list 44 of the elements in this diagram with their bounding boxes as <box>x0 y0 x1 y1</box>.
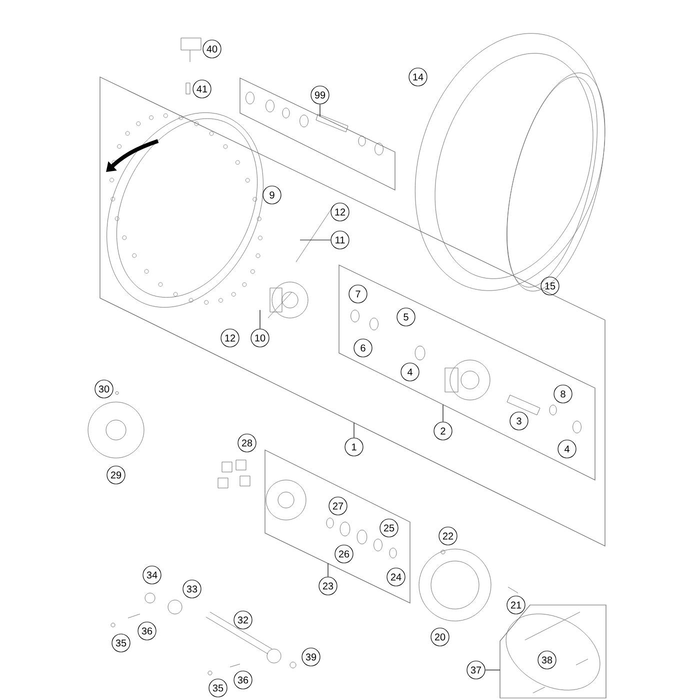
callout-number: 27 <box>328 496 348 516</box>
callout-number: 25 <box>380 518 398 538</box>
callout-number: 24 <box>386 568 406 586</box>
callout-number: 41 <box>192 80 212 98</box>
callout-number: 37 <box>466 660 486 680</box>
callout-number: 3 <box>510 412 528 430</box>
callout-number: 5 <box>396 308 416 326</box>
callout-number: 26 <box>334 544 354 564</box>
callout-number: 39 <box>302 648 320 666</box>
callout-number: 12 <box>220 328 240 348</box>
callout-number: 7 <box>348 284 368 304</box>
callout-number: 4 <box>558 440 576 458</box>
callout-number: 22 <box>438 526 458 546</box>
callout-number: 11 <box>330 230 350 250</box>
callout-number: 35 <box>112 634 130 652</box>
callout-number: 35 <box>208 678 228 698</box>
group-frame <box>240 78 396 190</box>
callout-number: 4 <box>400 362 420 382</box>
callout-number: 33 <box>182 580 202 598</box>
callout-number: 99 <box>310 86 330 104</box>
callout-number: 2 <box>434 422 452 440</box>
callout-number: 32 <box>234 610 252 630</box>
callout-number: 38 <box>538 650 556 670</box>
callout-number: 6 <box>354 338 372 358</box>
callout-number: 9 <box>262 186 282 204</box>
callout-number: 15 <box>540 276 560 296</box>
callout-number: 28 <box>238 434 256 452</box>
callout-number: 14 <box>408 68 428 86</box>
group-frame <box>338 264 596 480</box>
leader-line <box>442 404 444 422</box>
callout-number: 36 <box>138 622 156 640</box>
callout-number: 40 <box>202 40 222 58</box>
callout-number: 23 <box>318 576 338 596</box>
group-frame <box>264 450 410 604</box>
callout-number: 21 <box>506 596 526 614</box>
callout-number: 29 <box>106 466 126 484</box>
callout-number: 8 <box>554 384 572 404</box>
callout-number: 36 <box>234 670 252 690</box>
callout-number: 34 <box>142 566 162 584</box>
callout-number: 30 <box>94 380 114 398</box>
callout-number: 1 <box>344 438 364 456</box>
callout-number: 20 <box>430 628 450 646</box>
callout-number: 12 <box>330 202 350 222</box>
callout-number: 10 <box>250 328 270 348</box>
